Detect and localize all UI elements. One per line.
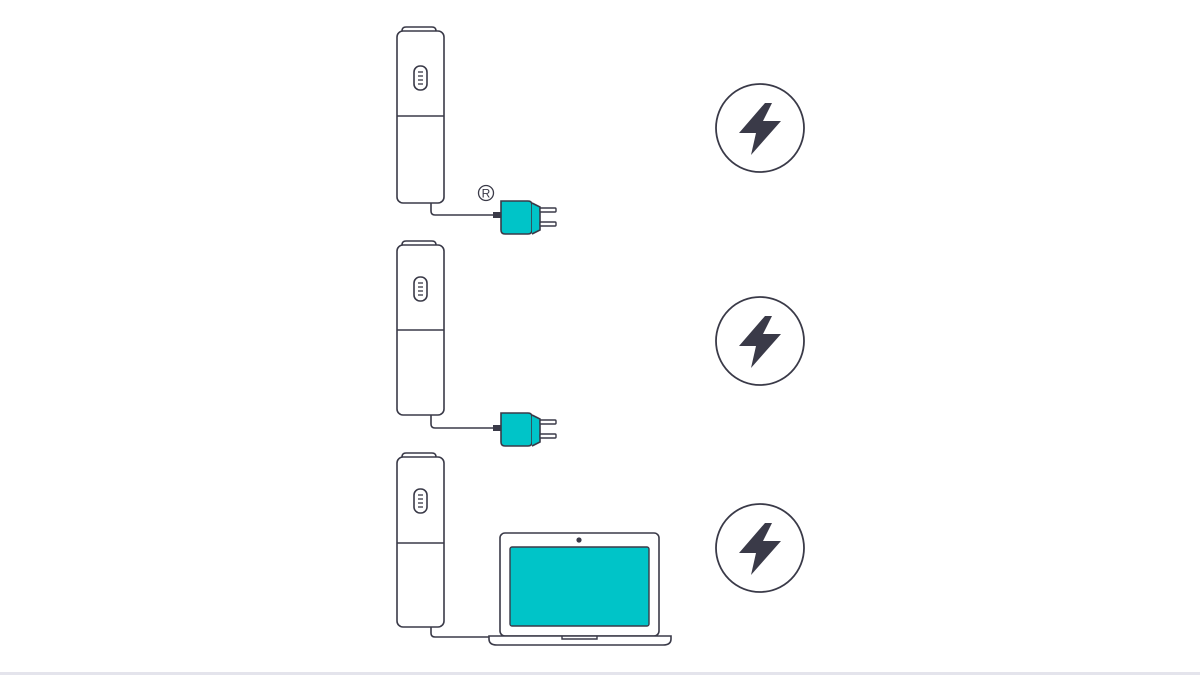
cable-3 bbox=[430, 627, 493, 638]
registered-marker: R bbox=[477, 184, 495, 202]
bottom-divider bbox=[0, 672, 1200, 675]
lightning-bolt-icon bbox=[715, 296, 805, 386]
row-2 bbox=[396, 240, 805, 447]
row-1: R bbox=[396, 26, 805, 235]
row-3 bbox=[396, 452, 805, 646]
wall-charger-1 bbox=[493, 200, 557, 235]
laptop-screen bbox=[509, 546, 650, 627]
lightning-bolt-icon bbox=[715, 503, 805, 593]
laptop bbox=[488, 532, 672, 646]
lightning-bolt-icon bbox=[715, 83, 805, 173]
registered-marker-text: R bbox=[482, 187, 491, 201]
cable-1 bbox=[430, 203, 493, 216]
power-bank-1 bbox=[396, 26, 445, 204]
cable-2 bbox=[430, 415, 493, 429]
power-bank-2 bbox=[396, 240, 445, 416]
wall-charger-2 bbox=[493, 412, 557, 447]
power-bank-3 bbox=[396, 452, 445, 628]
